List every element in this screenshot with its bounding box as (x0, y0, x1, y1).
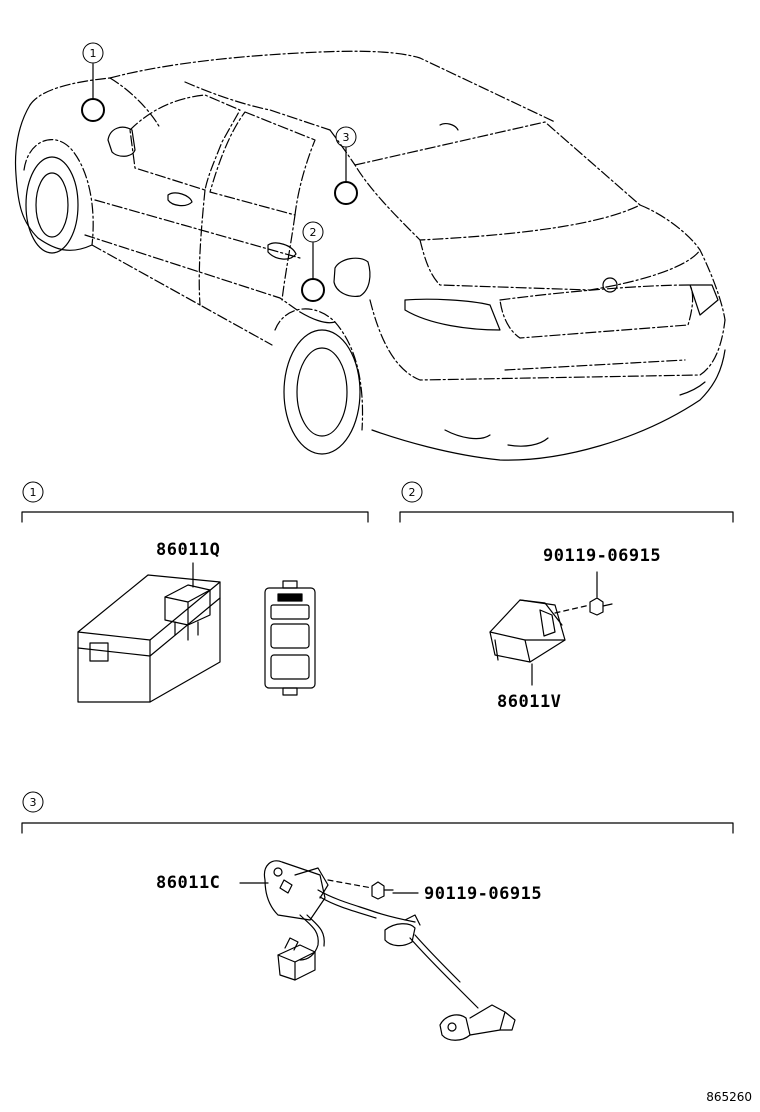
callout-number-1: 1 (90, 47, 97, 60)
section-brackets (21, 481, 734, 834)
part-number-bolt-section-2: 90119-06915 (543, 546, 662, 566)
wire-harness-sensor-drawing (239, 860, 516, 1041)
sensor-module-drawing (489, 599, 591, 686)
callout-number-2: 2 (310, 226, 317, 239)
relay-face-drawing (264, 580, 316, 696)
part-number-86011C: 86011C (156, 873, 221, 893)
bolt-drawing-section-3 (371, 881, 419, 900)
part-number-86011V: 86011V (497, 692, 562, 712)
diagram-id: 865260 (706, 1090, 752, 1104)
car-callout-markers (81, 42, 358, 302)
callout-number-3: 3 (343, 131, 350, 144)
section-number-3: 3 (30, 796, 37, 809)
section-number-1: 1 (30, 486, 37, 499)
section-number-2: 2 (409, 486, 416, 499)
car-illustration (14, 50, 726, 461)
relay-block-drawing (77, 562, 221, 703)
part-number-86011Q: 86011Q (156, 540, 221, 560)
part-number-bolt-section-3: 90119-06915 (424, 884, 543, 904)
bolt-drawing-section-2 (589, 571, 613, 616)
